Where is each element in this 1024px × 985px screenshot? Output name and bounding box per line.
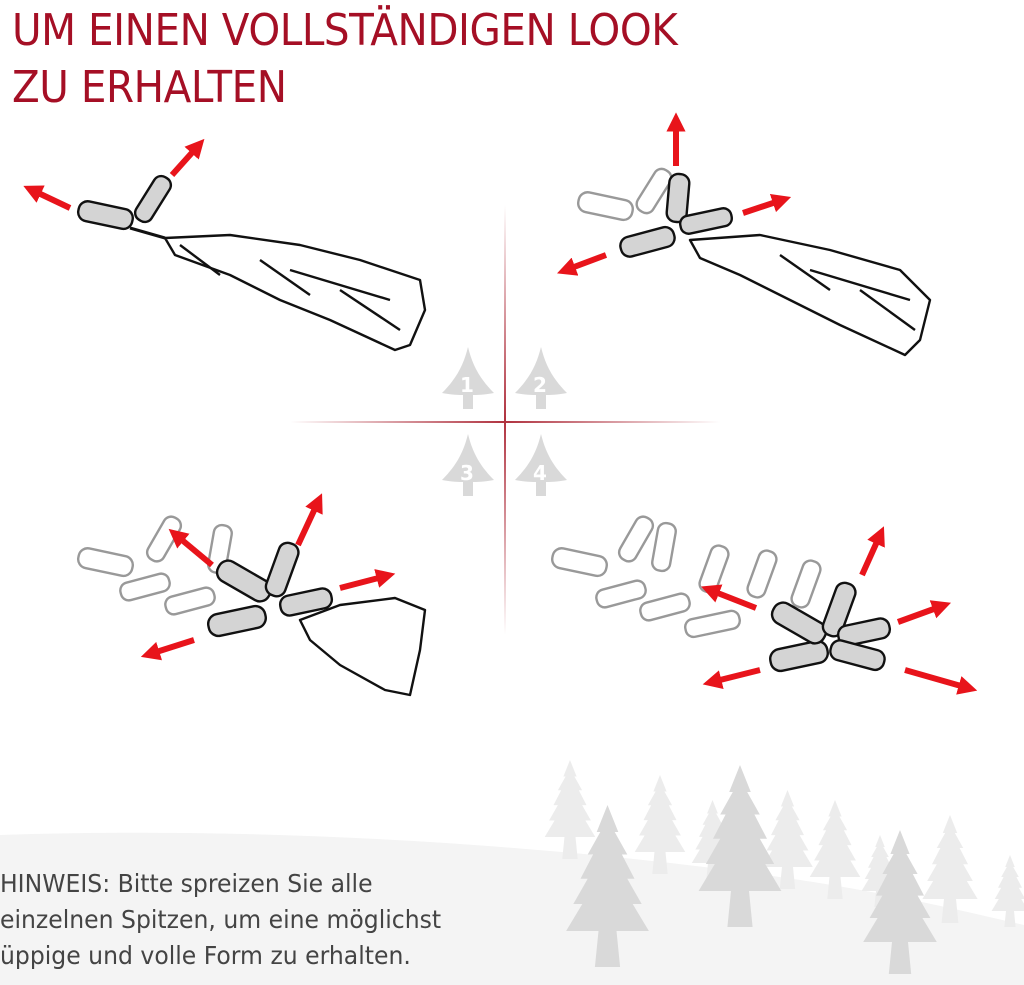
spread-arrow-icon xyxy=(896,600,952,625)
note-line-3: üppige und volle Form zu erhalten. xyxy=(0,941,411,970)
spread-arrow-icon xyxy=(295,493,323,547)
branch-step-4 xyxy=(550,515,892,673)
branch-step-2 xyxy=(576,167,932,357)
spread-arrow-icon xyxy=(140,637,195,661)
note-line-2: einzelnen Spitzen, um eine möglichst xyxy=(0,905,442,934)
step-tree-icon-2: 2 xyxy=(515,347,567,409)
spread-arrow-icon xyxy=(168,528,214,568)
spread-arrow-icon xyxy=(557,252,608,276)
spread-arrow-icon xyxy=(169,138,205,178)
title-line-1: UM EINEN VOLLSTÄNDIGEN LOOK xyxy=(12,5,678,56)
page-title: UM EINEN VOLLSTÄNDIGEN LOOK ZU ERHALTEN xyxy=(12,2,678,116)
svg-text:4: 4 xyxy=(533,461,547,485)
arrows-step-3 xyxy=(140,493,396,661)
spread-arrow-icon xyxy=(339,569,396,591)
note-line-1: HINWEIS: Bitte spreizen Sie alle xyxy=(0,869,373,898)
step-tree-icon-3: 3 xyxy=(442,434,494,496)
branch-step-3 xyxy=(76,515,427,697)
branch-step-1 xyxy=(76,174,427,352)
svg-text:3: 3 xyxy=(460,461,474,485)
svg-text:1: 1 xyxy=(460,373,474,397)
hint-note: HINWEIS: Bitte spreizen Sie alle einzeln… xyxy=(0,866,441,974)
title-line-2: ZU ERHALTEN xyxy=(12,62,287,113)
step-tree-icon-1: 1 xyxy=(442,347,494,409)
winter-forest-background xyxy=(0,760,1024,985)
arrows-step-1 xyxy=(23,138,205,211)
quadrant-divider xyxy=(290,205,720,635)
svg-text:2: 2 xyxy=(533,373,547,397)
spread-arrow-icon xyxy=(904,667,978,695)
spread-arrow-icon xyxy=(859,526,885,577)
spread-arrow-icon xyxy=(701,584,758,611)
arrows-step-2 xyxy=(557,112,792,276)
spread-arrow-icon xyxy=(742,193,792,216)
spread-arrow-icon xyxy=(702,667,761,689)
spread-arrow-icon xyxy=(23,185,72,211)
arrows-step-4 xyxy=(701,526,978,695)
step-tree-icon-4: 4 xyxy=(515,434,567,496)
